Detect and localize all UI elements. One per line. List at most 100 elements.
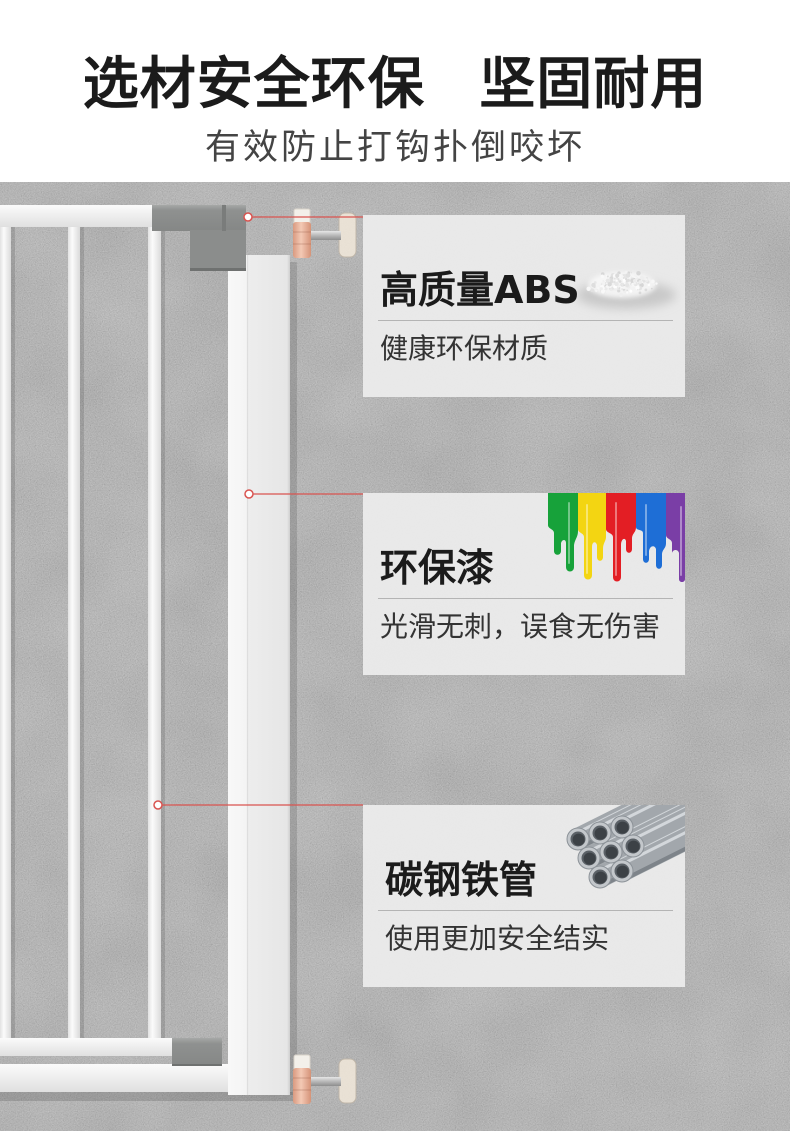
callout-abs: 高质量ABS 健康环保材质 [363, 215, 685, 397]
bracket-body [172, 1038, 222, 1066]
callout-description: 使用更加安全结实 [385, 922, 610, 955]
page-subtitle: 有效防止打钩扑倒咬坏 [204, 128, 585, 168]
powder-grain [619, 275, 622, 278]
powder-grain [618, 287, 621, 290]
paint-drip-blue [636, 493, 666, 569]
powder-grain [626, 291, 629, 294]
paint-drip-yellow [578, 493, 606, 580]
callout-divider [378, 910, 673, 911]
gate-post [228, 255, 290, 1095]
powder-grain [644, 288, 648, 292]
paint-drip-purple [666, 493, 685, 582]
callout-paint: 环保漆 光滑无刺，误食无伤害 [363, 493, 685, 675]
powder-grain [614, 281, 619, 287]
connector-dot [244, 489, 254, 499]
powder-grain [610, 288, 613, 291]
connector-abs [243, 212, 363, 222]
powder-grain [600, 289, 606, 294]
wall-pad [338, 212, 357, 258]
powder-grain [636, 270, 641, 276]
bar-shadow [80, 227, 84, 1038]
callout-title: 高质量ABS [380, 268, 580, 312]
callout-description: 健康环保材质 [380, 332, 549, 365]
powder-grain [642, 279, 646, 283]
callout-divider [378, 598, 673, 599]
steel-pipe-hole [572, 833, 585, 846]
powder-grain [651, 279, 655, 284]
post-shadow [290, 262, 297, 1095]
paint-drip-icon [548, 493, 685, 582]
powder-grain [622, 286, 626, 290]
powder-grain [623, 284, 625, 286]
powder-grain [599, 287, 603, 291]
powder-grain [605, 278, 611, 284]
powder-grain [630, 276, 633, 278]
knob-body [293, 222, 311, 258]
powder-grain [614, 288, 618, 292]
powder-grain [624, 282, 630, 288]
powder-grain [615, 273, 620, 278]
connector-dot [243, 212, 253, 222]
steel-pipes-icon [566, 805, 685, 889]
powder-grain [622, 276, 625, 280]
powder-grain [637, 289, 639, 291]
page-title: 选材安全环保 坚固耐用 [82, 52, 708, 117]
steel-pipe-hole [594, 871, 607, 884]
powder-grain [595, 289, 598, 292]
callout-steel: 碳钢铁管 使用更加安全结实 [363, 805, 685, 987]
powder-grain [629, 289, 633, 293]
powder-grain [590, 288, 595, 293]
powder-grain [618, 280, 622, 283]
steel-pipe-hole [605, 846, 618, 859]
powder-grain [617, 289, 621, 293]
powder-grain [643, 282, 648, 287]
paint-gloss [568, 502, 682, 576]
steel-pipe-hole [583, 852, 596, 865]
powder-grain [632, 279, 637, 283]
bracket-lower [190, 230, 246, 270]
powder-grain [607, 281, 612, 287]
powder-grain [606, 275, 609, 278]
bracket-edge [172, 1064, 222, 1066]
powder-grain [633, 281, 636, 285]
steel-pipe-highlight [629, 811, 685, 842]
bar-shadow [161, 227, 165, 1038]
powder-grain [650, 287, 653, 290]
steel-pipe-hole [616, 821, 629, 834]
powder-grain [631, 280, 633, 282]
powder-grain [615, 279, 618, 282]
gate-bar [148, 227, 161, 1038]
pipe-bundle [566, 805, 685, 889]
paint-drip-red [606, 493, 636, 582]
powder-grain [604, 286, 608, 291]
powder-grain [601, 281, 606, 286]
bottom-latch-bracket [172, 1038, 222, 1066]
powder-grains [586, 270, 658, 297]
powder-grain [626, 278, 630, 282]
powder-grain [639, 275, 645, 280]
steel-pipe-shade [624, 846, 685, 881]
powder-grain [638, 291, 642, 295]
powder-grain [600, 274, 605, 278]
powder-grain [624, 270, 628, 274]
powder-grain [617, 278, 620, 281]
screw-rod [309, 1077, 341, 1086]
steel-pipe-hole [616, 865, 629, 878]
powder-grain [629, 270, 633, 273]
gate-top-rail [0, 205, 160, 227]
gate-bottom-rail [0, 1038, 175, 1056]
bracket-edge [190, 268, 246, 271]
callout-divider [378, 320, 673, 321]
paint-drip-green [548, 493, 578, 572]
connector-steel [153, 800, 363, 810]
powder-grain [636, 277, 639, 280]
powder-grain [600, 283, 603, 285]
powder-grain [635, 285, 640, 290]
top-latch-bracket [152, 205, 246, 271]
knob-body [293, 1068, 311, 1104]
powder-grain [652, 283, 656, 286]
steel-pipe-body [617, 805, 685, 837]
header: 选材安全环保 坚固耐用 有效防止打钩扑倒咬坏 [0, 0, 790, 182]
connector-paint [244, 489, 363, 499]
powder-grain [620, 282, 625, 287]
